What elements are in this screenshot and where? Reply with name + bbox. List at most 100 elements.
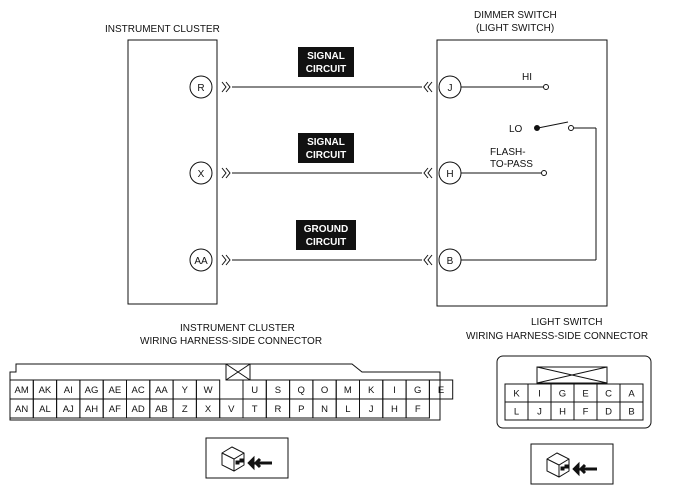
light-switch-connector-title: LIGHT SWITCH bbox=[531, 317, 602, 328]
connector-pin-label: AG bbox=[85, 385, 99, 396]
connector-pin-label: S bbox=[275, 385, 281, 396]
light-switch-blank-mark bbox=[536, 366, 608, 384]
connector-pin-label: L bbox=[514, 407, 519, 418]
ground-circuit-badge: GROUND CIRCUIT bbox=[296, 220, 356, 250]
connector-pin-label: V bbox=[228, 404, 235, 415]
svg-text:B: B bbox=[447, 256, 454, 267]
cluster-connector-grid: AM AK AI AG AE AC AA Y W U S Q O M K I G E AN AL AJ AH AF AD AB Z… bbox=[9, 379, 454, 419]
connector-pin-label: AA bbox=[155, 385, 168, 396]
svg-text:J: J bbox=[448, 83, 453, 94]
lo-contact bbox=[534, 125, 540, 131]
connector-pin-label: G bbox=[559, 389, 566, 400]
switch-internal-wiring bbox=[461, 86, 597, 261]
dimmer-switch-box bbox=[436, 39, 608, 307]
connector-pin-label: Y bbox=[182, 385, 189, 396]
switch-pivot bbox=[568, 125, 574, 131]
cluster-connector-chevrons bbox=[221, 81, 231, 266]
connector-pin-label: AD bbox=[132, 404, 145, 415]
flash-contact bbox=[541, 170, 547, 176]
connector-pin-label: P bbox=[298, 404, 304, 415]
hi-contact bbox=[543, 84, 549, 90]
connector-cell bbox=[405, 398, 430, 419]
dimmer-switch-sublabel: (LIGHT SWITCH) bbox=[476, 23, 554, 34]
connector-pin-label: AK bbox=[39, 385, 52, 396]
flash-label-1: FLASH- bbox=[490, 147, 526, 158]
instrument-cluster-label: INSTRUMENT CLUSTER bbox=[105, 24, 220, 35]
connector-pin-label: K bbox=[368, 385, 375, 396]
connector-pin-label: AH bbox=[85, 404, 98, 415]
dimmer-switch-label: DIMMER SWITCH bbox=[474, 10, 557, 21]
connector-pin-label: X bbox=[205, 404, 212, 415]
light-switch-connector-shell bbox=[496, 355, 652, 429]
connector-pin-label: L bbox=[345, 404, 350, 415]
connector-pin-label: F bbox=[583, 407, 589, 418]
connector-pin-label: AN bbox=[15, 404, 28, 415]
connector-pin-label: AL bbox=[39, 404, 51, 415]
connector-pin-label: E bbox=[582, 389, 588, 400]
svg-text:CIRCUIT: CIRCUIT bbox=[306, 237, 347, 248]
svg-text:AA: AA bbox=[194, 256, 208, 267]
lo-label: LO bbox=[509, 124, 523, 135]
flash-label-2: TO-PASS bbox=[490, 159, 533, 170]
connector-pin-label: I bbox=[538, 389, 541, 400]
connector-pin-label: AC bbox=[132, 385, 145, 396]
pin-r: R bbox=[189, 75, 213, 99]
connector-pin-label: H bbox=[559, 407, 566, 418]
probe-icon-light-switch bbox=[530, 443, 614, 485]
connector-pin-label: E bbox=[438, 385, 444, 396]
connector-pin-label: I bbox=[393, 385, 396, 396]
svg-text:SIGNAL: SIGNAL bbox=[307, 51, 345, 62]
connector-pin-label: AI bbox=[64, 385, 73, 396]
connector-pin-label: AJ bbox=[63, 404, 74, 415]
light-switch-connector-grid: K I G E C A L J H F D B bbox=[504, 383, 644, 421]
connector-pin-label: D bbox=[605, 407, 612, 418]
svg-text:R: R bbox=[197, 83, 204, 94]
connector-pin-label: R bbox=[275, 404, 282, 415]
connector-pin-label: J bbox=[537, 407, 542, 418]
connector-pin-label: AE bbox=[109, 385, 122, 396]
connector-pin-label: B bbox=[628, 407, 634, 418]
svg-text:SIGNAL: SIGNAL bbox=[307, 137, 345, 148]
connector-pin-label: J bbox=[369, 404, 374, 415]
svg-text:H: H bbox=[446, 169, 453, 180]
pin-h: H bbox=[438, 161, 462, 185]
connector-cell bbox=[428, 379, 454, 400]
connector-pin-label: N bbox=[321, 404, 328, 415]
connector-pin-label: G bbox=[414, 385, 421, 396]
probe-icon-cluster bbox=[205, 437, 289, 479]
signal-circuit-badge-1: SIGNAL CIRCUIT bbox=[298, 47, 354, 77]
light-switch-connector-subtitle: WIRING HARNESS-SIDE CONNECTOR bbox=[466, 331, 648, 342]
svg-text:CIRCUIT: CIRCUIT bbox=[306, 64, 347, 75]
cluster-connector-shell bbox=[9, 363, 441, 421]
connector-pin-label: Z bbox=[182, 404, 188, 415]
connector-pin-label: AM bbox=[15, 385, 29, 396]
pin-aa: AA bbox=[189, 248, 213, 272]
svg-text:X: X bbox=[198, 169, 205, 180]
connector-pin-label: A bbox=[628, 389, 635, 400]
connector-pin-label: AB bbox=[155, 404, 168, 415]
pin-x: X bbox=[189, 161, 213, 185]
cluster-connector-blank-mark bbox=[225, 363, 251, 381]
switch-connector-chevrons bbox=[423, 81, 433, 266]
connector-pin-label: Q bbox=[298, 385, 305, 396]
connector-pin-label: O bbox=[321, 385, 328, 396]
connector-pin-label: K bbox=[513, 389, 520, 400]
connector-pin-label: AF bbox=[109, 404, 121, 415]
signal-circuit-badge-2: SIGNAL CIRCUIT bbox=[298, 133, 354, 163]
connector-pin-label: W bbox=[204, 385, 213, 396]
pin-b: B bbox=[438, 248, 462, 272]
connector-pin-label: M bbox=[344, 385, 352, 396]
connector-pin-label: U bbox=[251, 385, 258, 396]
connector-pin-label: T bbox=[252, 404, 258, 415]
svg-text:GROUND: GROUND bbox=[304, 224, 348, 235]
cluster-connector-subtitle: WIRING HARNESS-SIDE CONNECTOR bbox=[140, 336, 322, 347]
connector-pin-label: C bbox=[605, 389, 612, 400]
pin-j: J bbox=[438, 75, 462, 99]
connector-pin-label: F bbox=[415, 404, 421, 415]
cluster-connector-title: INSTRUMENT CLUSTER bbox=[180, 323, 295, 334]
hi-label: HI bbox=[522, 72, 532, 83]
instrument-cluster-box bbox=[127, 39, 218, 305]
connector-cell bbox=[619, 401, 644, 421]
svg-text:CIRCUIT: CIRCUIT bbox=[306, 150, 347, 161]
